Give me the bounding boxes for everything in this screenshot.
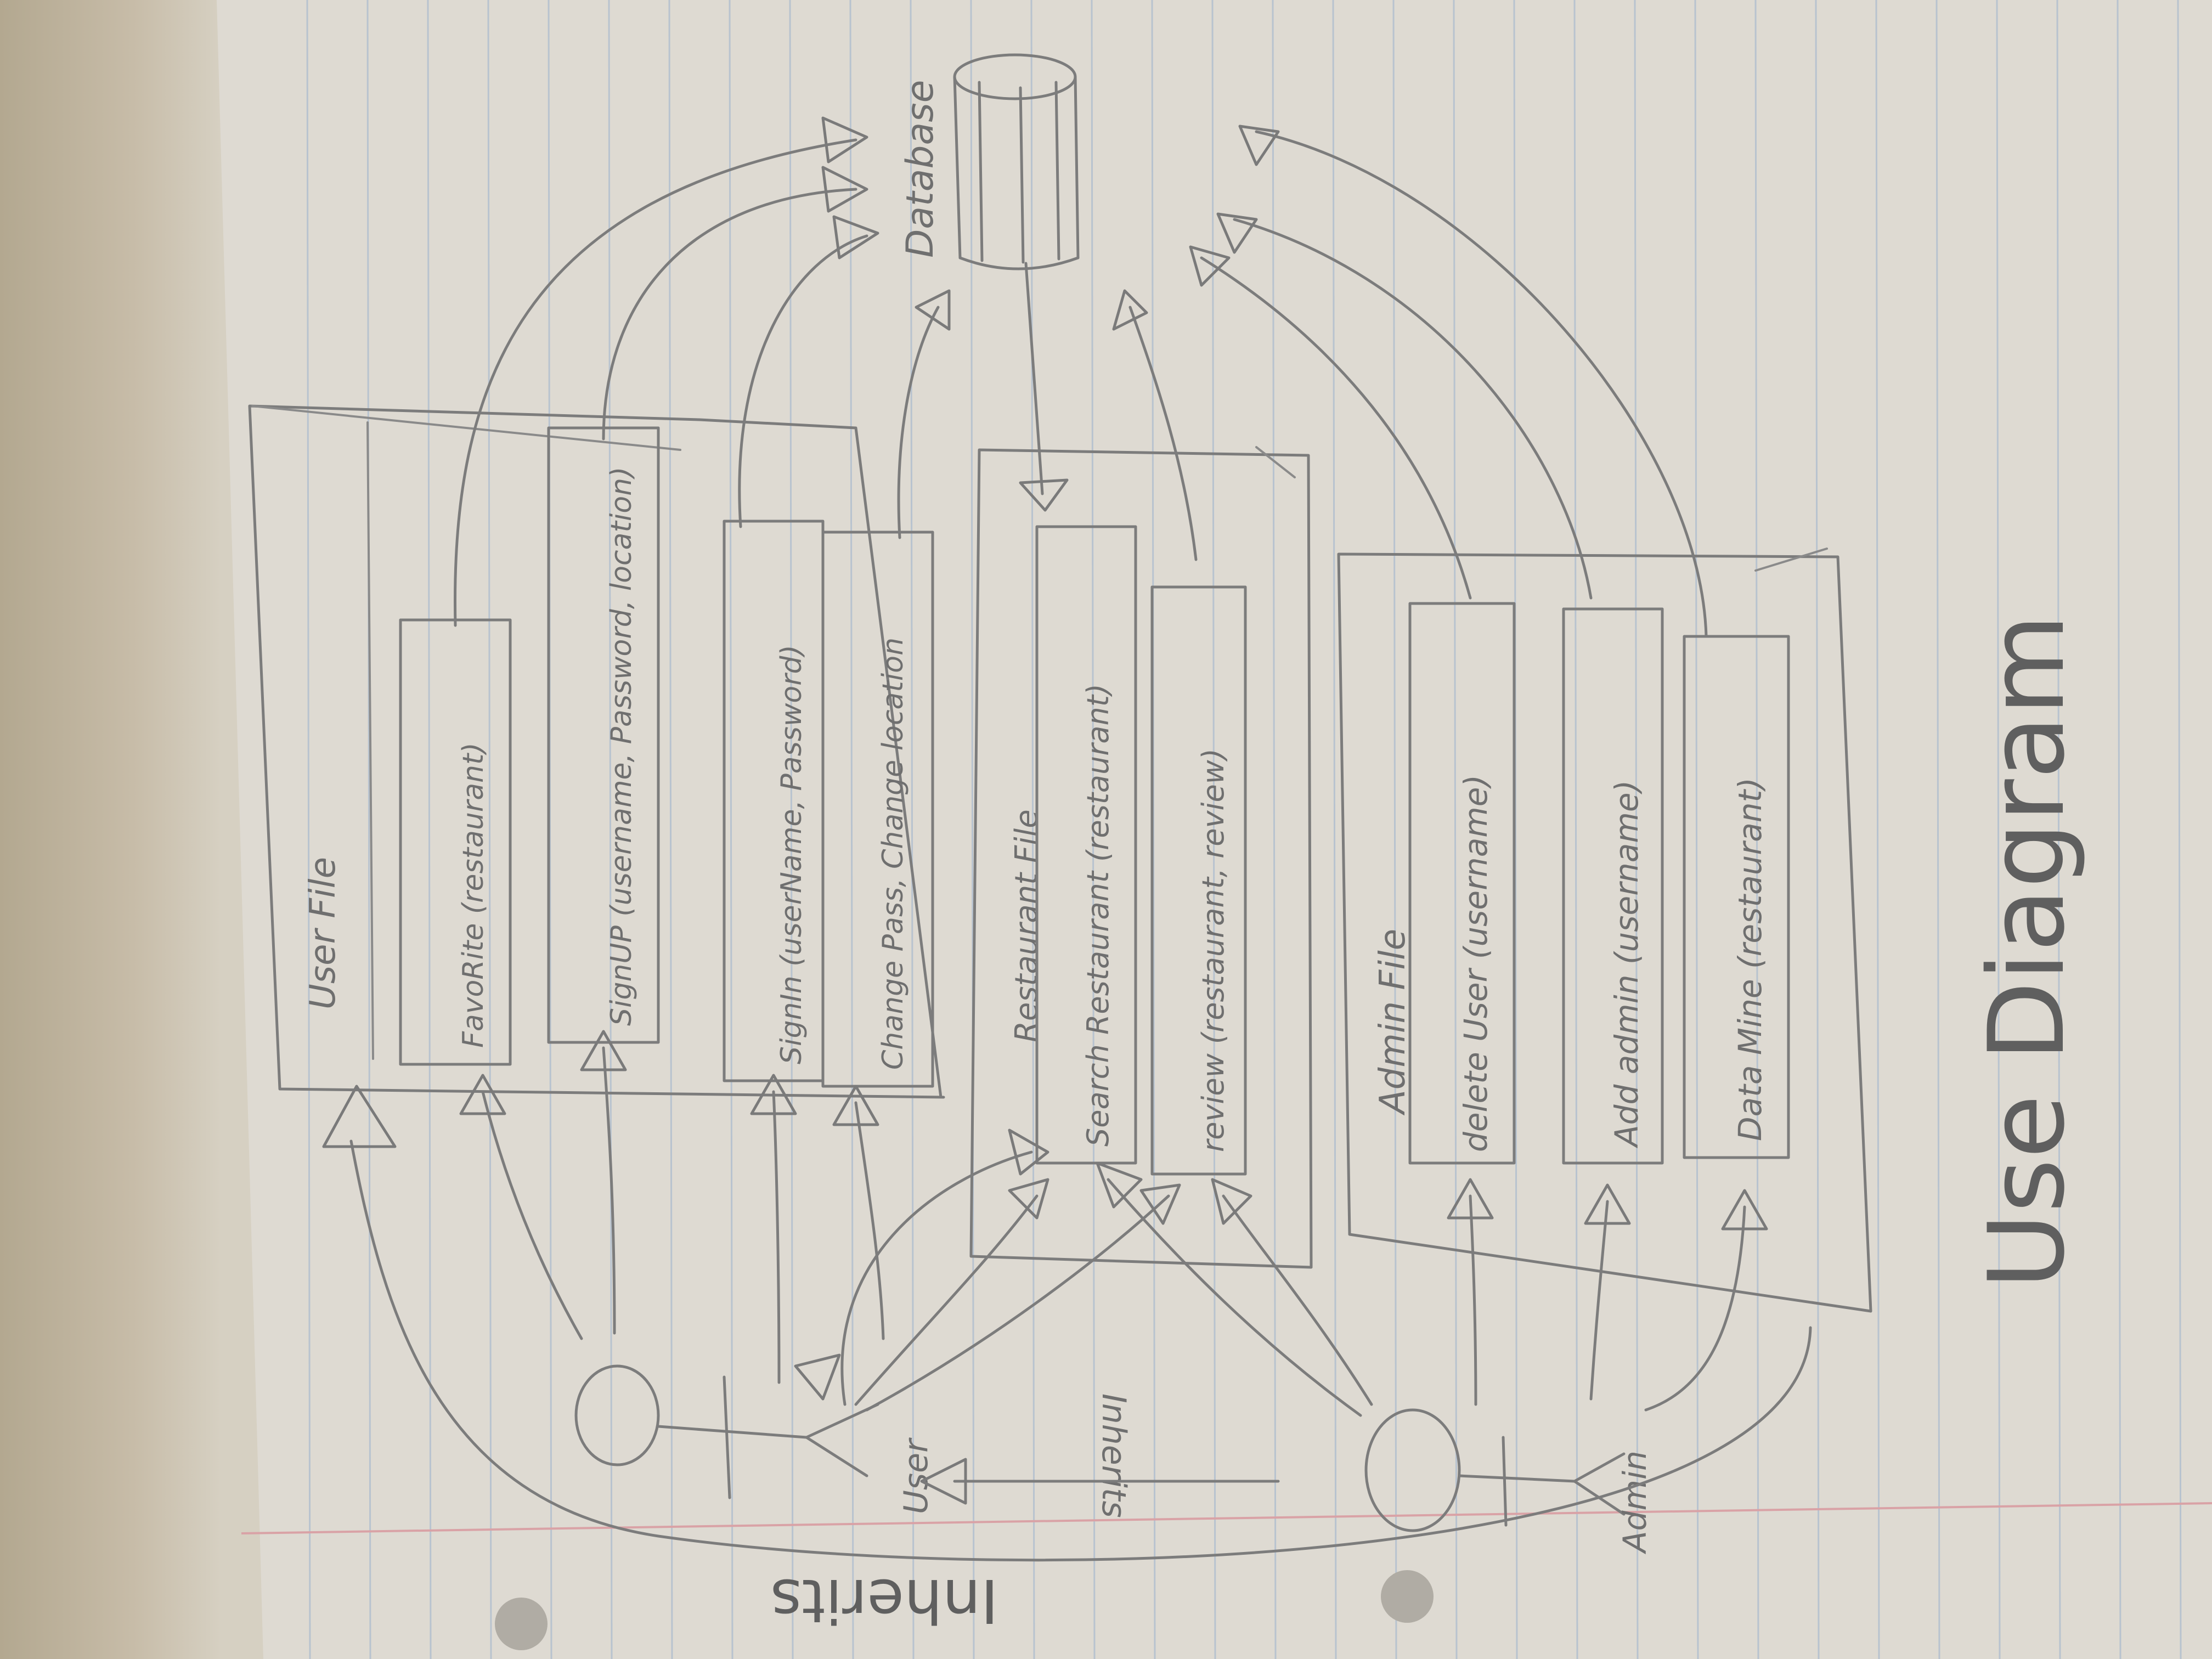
database-arrows xyxy=(454,116,1708,638)
restaurant-file-box xyxy=(969,448,1313,1269)
inherits-label-top: Inherits xyxy=(1094,1393,1133,1518)
method-data-mine: Data Mine (restaurant) xyxy=(1731,777,1769,1141)
method-review: review (restaurant, review) xyxy=(1196,748,1231,1152)
admin-associations xyxy=(1096,1161,1768,1417)
method-favorite: FavoRite (restaurant) xyxy=(457,742,490,1048)
method-box-delete-user xyxy=(1408,602,1516,1165)
admin-file-title: Admin File xyxy=(1373,929,1413,1116)
restaurant-file-title: Restaurant File xyxy=(1009,809,1045,1042)
method-add-admin: Add admin (username) xyxy=(1608,780,1645,1149)
method-box-change xyxy=(821,531,934,1088)
method-change: Change Pass, Change location xyxy=(877,637,910,1070)
method-box-review xyxy=(1150,585,1247,1176)
user-file-title: User File xyxy=(303,857,343,1009)
admin-file-box xyxy=(1337,552,1872,1313)
user-actor-icon xyxy=(574,1364,879,1499)
method-box-add-admin xyxy=(1562,607,1664,1165)
margin-line xyxy=(241,1502,2212,1534)
method-signin: SignIn (userName, Password) xyxy=(775,645,808,1064)
database-icon xyxy=(953,53,1080,270)
inherits-curve xyxy=(349,1139,1812,1562)
user-file-box xyxy=(248,404,945,1099)
binder-hole xyxy=(495,1598,548,1650)
diagram-title: Use Diagram xyxy=(1966,614,2087,1289)
method-box-data-mine xyxy=(1683,635,1790,1159)
admin-actor-label: Admin xyxy=(1616,1451,1654,1555)
inherits-label-bottom: Inherits xyxy=(770,1566,998,1636)
user-associations xyxy=(459,1030,1181,1412)
method-signup: SignUP (username, Password, location) xyxy=(605,467,638,1026)
user-actor-label: User xyxy=(897,1437,935,1514)
method-box-search xyxy=(1035,525,1137,1165)
binder-hole xyxy=(1381,1570,1434,1623)
inherits-arrow xyxy=(920,1458,1280,1505)
method-search: Search Restaurant (restaurant) xyxy=(1081,684,1115,1147)
arrow-head xyxy=(322,1085,397,1148)
method-delete-user: delete User (username) xyxy=(1457,775,1494,1152)
database-label: Database xyxy=(899,80,942,258)
